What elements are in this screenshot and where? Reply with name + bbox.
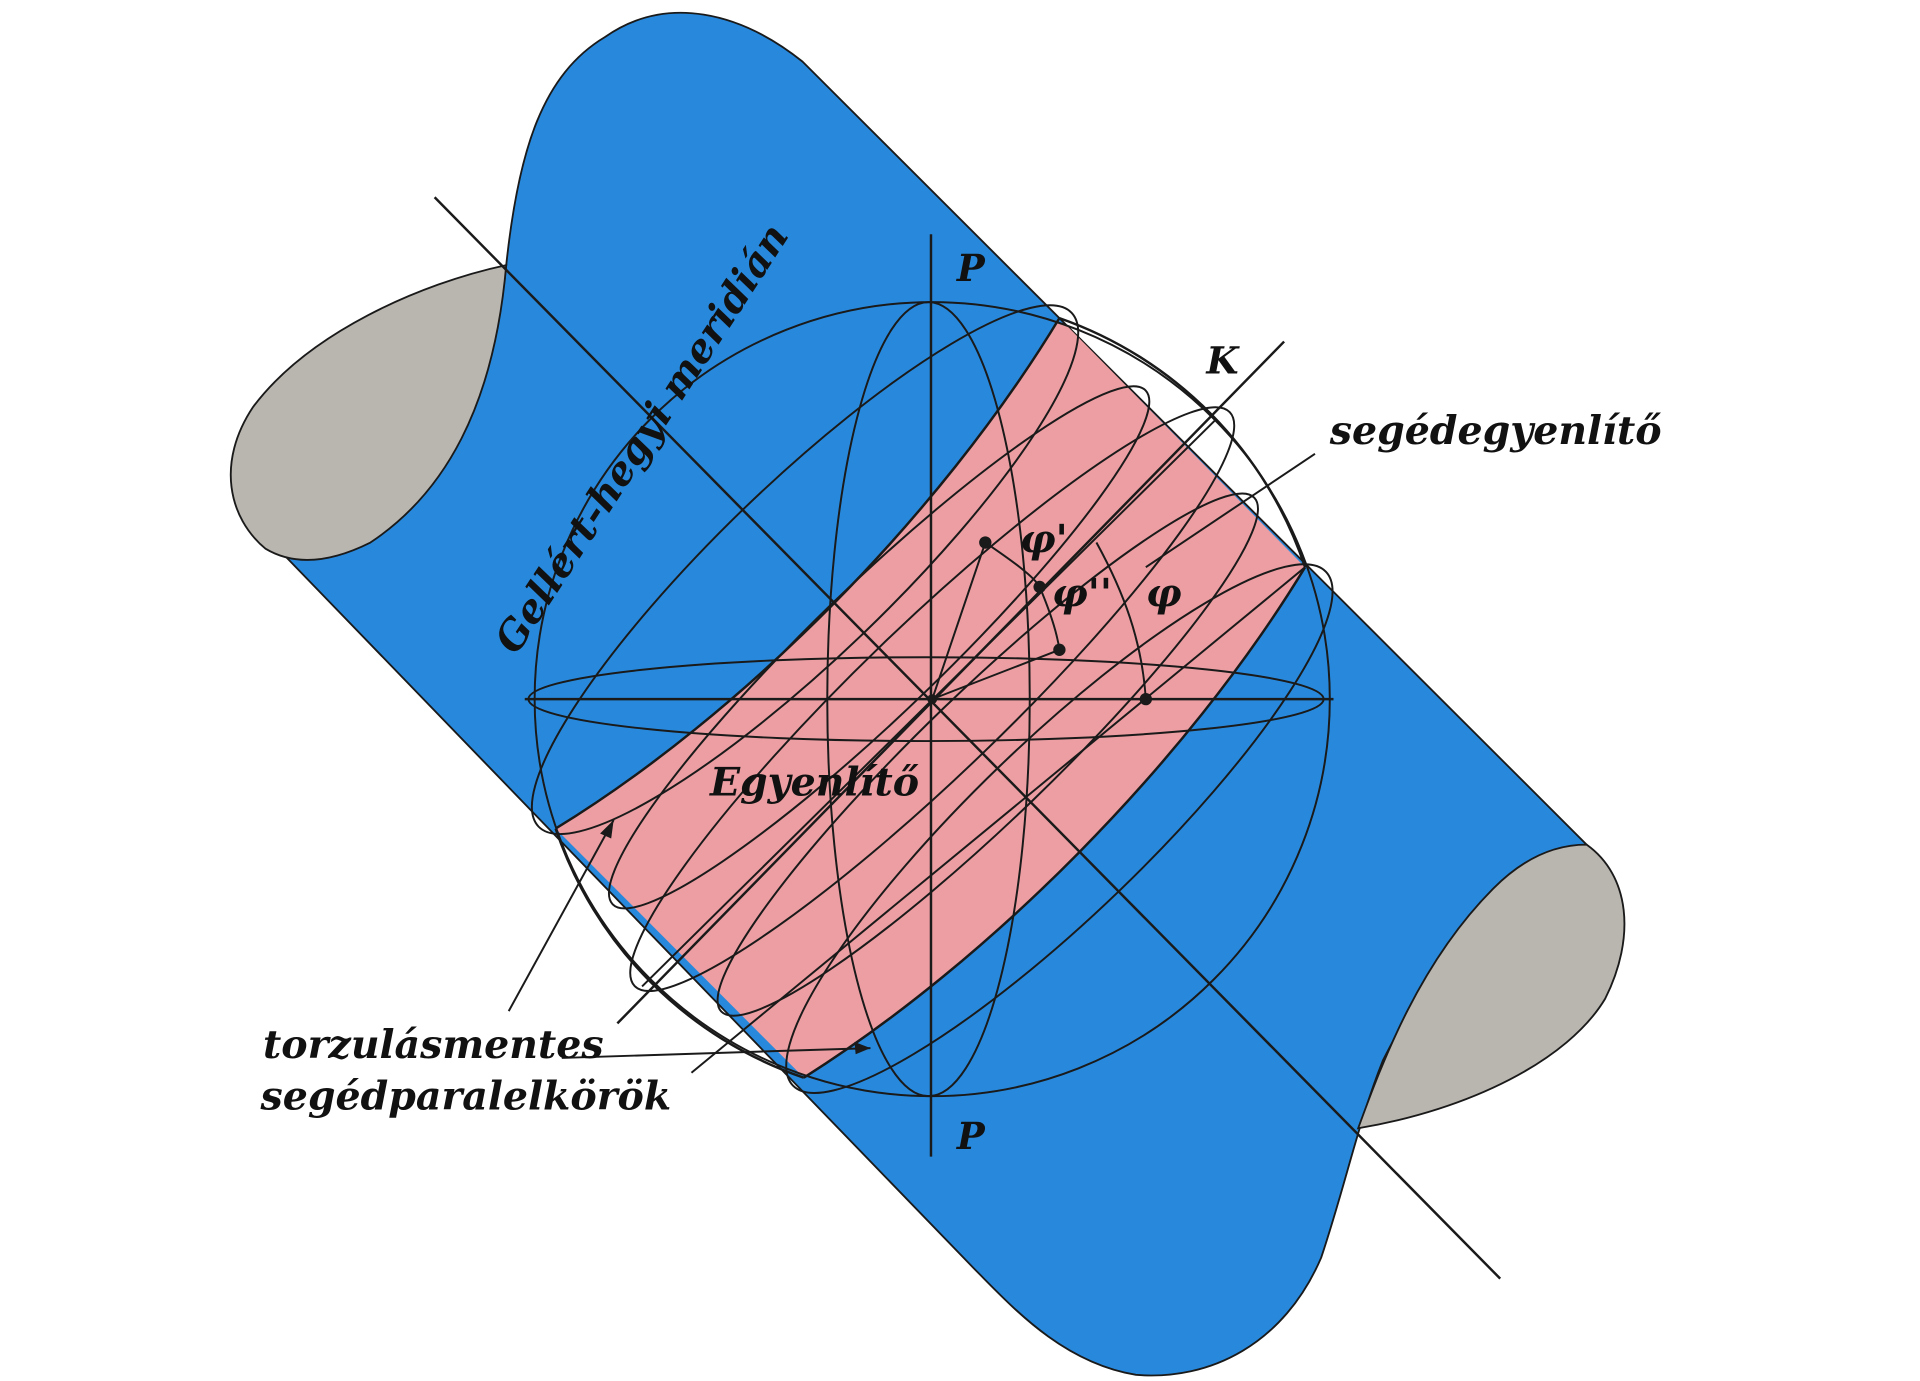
pole-label-k: K: [1205, 339, 1240, 383]
aux-equator-pointer: [1145, 452, 1316, 569]
phi-prime-label: φ': [1020, 516, 1068, 562]
band-line-2: [690, 566, 1306, 1074]
point-phi-double-prime: [1033, 580, 1046, 594]
aux-parallel-ellipse: [607, 385, 1151, 910]
point-phi-prime: [979, 536, 992, 549]
arrow-head-2: [854, 1041, 871, 1055]
aux-equator-label: segédegyenlítő: [1329, 408, 1662, 454]
cylinder-cap-right: [1356, 843, 1626, 1130]
pole-label-bottom: P: [956, 1114, 986, 1158]
sphere-arc-right: [1058, 316, 1307, 568]
band-edge-lower: [803, 566, 1307, 1079]
cylinder-cap-left: [229, 263, 508, 561]
band-ellipse-upper: [530, 304, 1080, 836]
parallels-pointer-2: [561, 1047, 871, 1059]
parallels-label-line1: torzulásmentes: [263, 1022, 604, 1068]
cylinder-axis: [433, 196, 1502, 1280]
phi-arc: [1095, 542, 1147, 700]
aux-ellipse-inner: [716, 492, 1259, 1017]
aux-equator-ellipse: [629, 406, 1236, 992]
parallels-pointer-1: [507, 819, 615, 1012]
parallels-label-line2: segédparalelkörök: [260, 1074, 672, 1120]
sphere-center: [927, 694, 938, 705]
point-phi-band: [1053, 643, 1066, 656]
pole-label-top: P: [956, 246, 986, 290]
sphere-arc-bottom: [554, 828, 805, 1079]
band-ellipse-lower: [785, 563, 1334, 1094]
equator-label: Egyenlítő: [709, 759, 919, 805]
phi-double-prime-label: φ'': [1052, 571, 1112, 617]
point-phi: [1139, 692, 1152, 706]
phi-prime-line: [931, 542, 987, 700]
band-edge-upper: [554, 317, 1061, 830]
arrow-head-1: [600, 819, 614, 839]
phi-label: φ: [1146, 571, 1182, 617]
phi-double-prime-line: [931, 648, 1060, 701]
